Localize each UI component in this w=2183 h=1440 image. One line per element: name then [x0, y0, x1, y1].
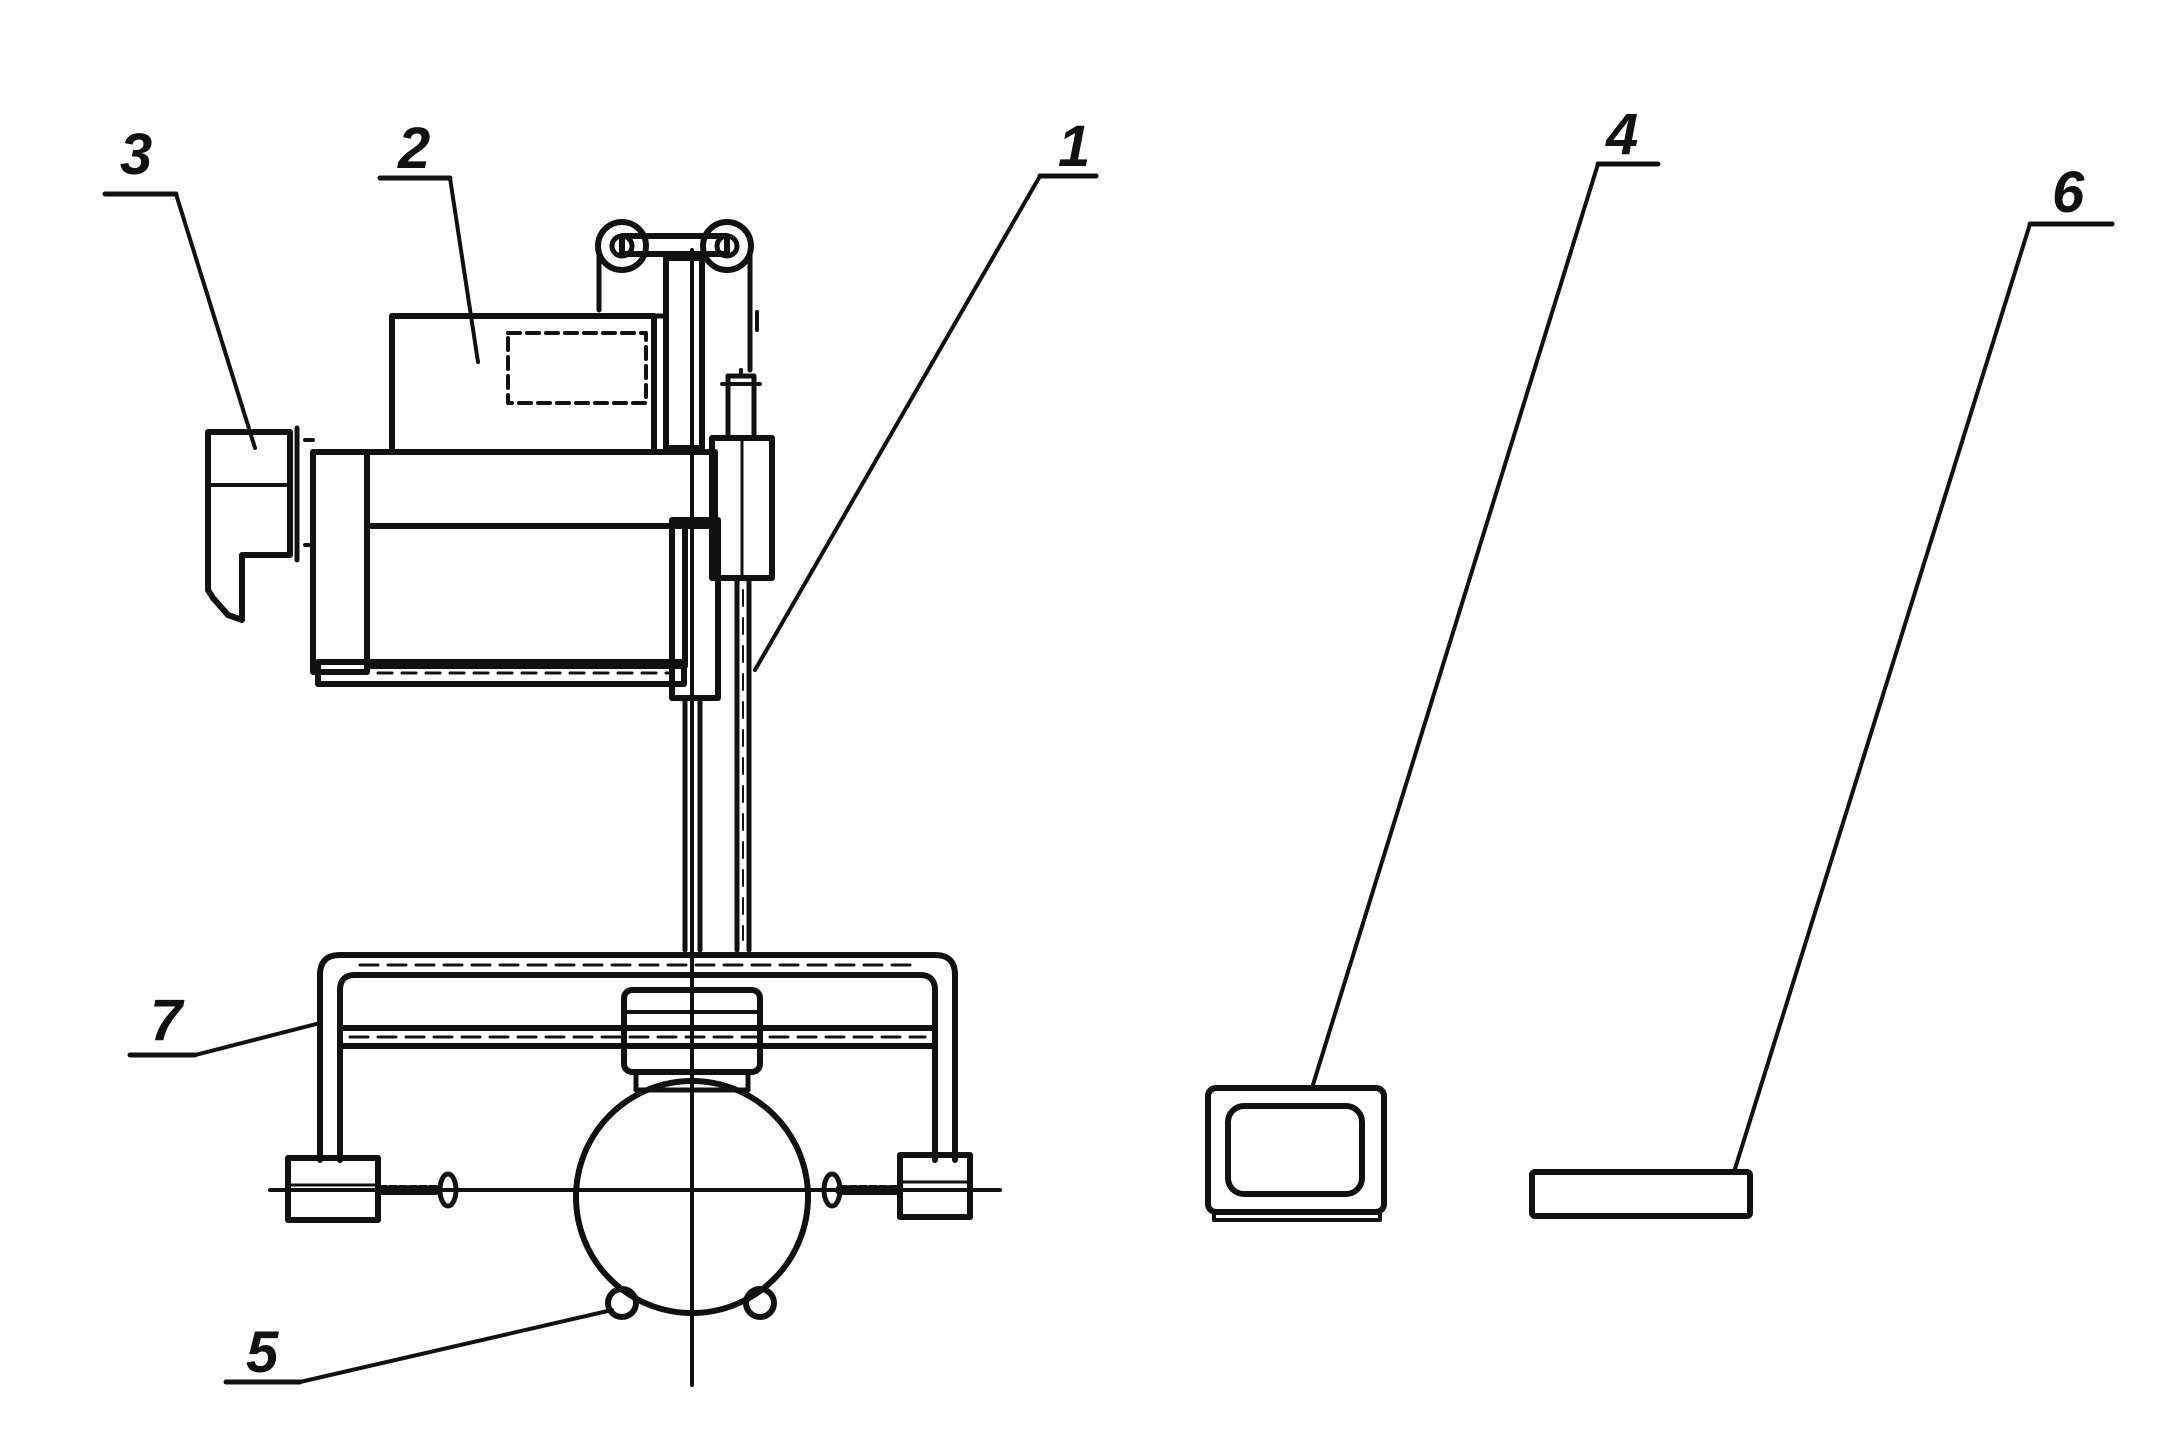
- panel-unit-6: [1529, 1169, 1753, 1219]
- leader-lines: [102, 161, 2115, 1385]
- frame-7: [317, 952, 958, 1163]
- callout-1: 1: [1058, 114, 1090, 179]
- callout-5: 5: [246, 1320, 279, 1385]
- top-pulley-assembly: [595, 219, 759, 451]
- main-head-body: [310, 368, 775, 701]
- monitor-unit-4: [1205, 1085, 1387, 1222]
- callout-labels: 1 2 3 4 5 6 7: [120, 102, 2085, 1385]
- callout-3: 3: [120, 122, 152, 187]
- drum-unit-5: [268, 1078, 1002, 1320]
- unit-3-side-module: [205, 425, 315, 623]
- lower-mast: [682, 575, 752, 953]
- callout-6: 6: [2052, 160, 2085, 225]
- callout-4: 4: [1605, 102, 1638, 167]
- callout-2: 2: [397, 116, 430, 181]
- unit-2-upper-housing: [389, 313, 669, 455]
- callout-7: 7: [150, 988, 185, 1053]
